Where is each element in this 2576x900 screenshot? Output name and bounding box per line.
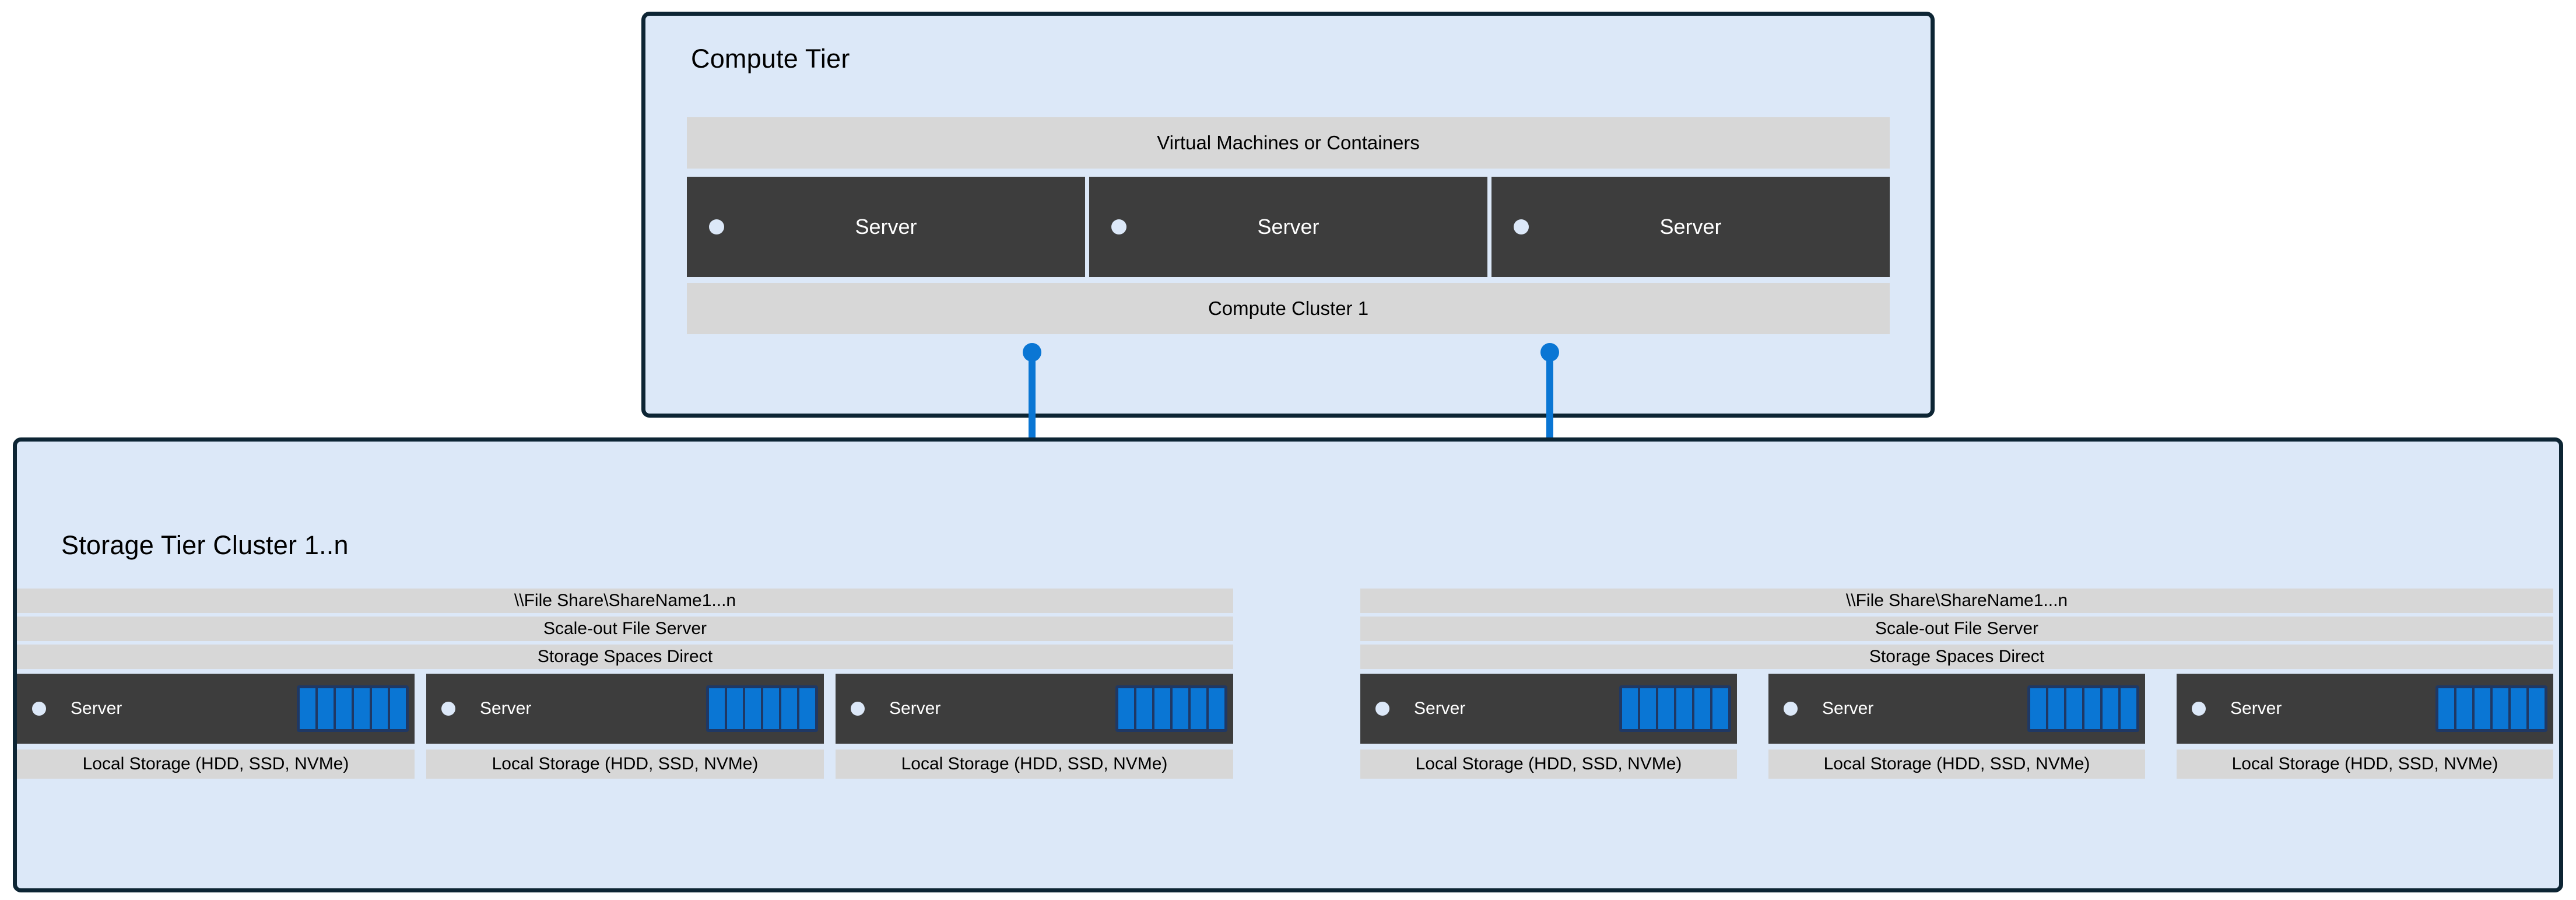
compute-server-2[interactable]: Server xyxy=(1089,177,1487,277)
compute-cluster-bar: Compute Cluster 1 xyxy=(687,283,1890,334)
compute-server-3-label: Server xyxy=(1659,215,1722,239)
storage-node-left-2-label: Server xyxy=(480,699,532,718)
disk-bays-icon xyxy=(2027,685,2139,732)
storage-node-left-3[interactable]: Server xyxy=(836,674,1233,744)
compute-tier-panel: Compute Tier Virtual Machines or Contain… xyxy=(641,12,1935,418)
storage-node-left-2[interactable]: Server xyxy=(426,674,824,744)
storage-node-right-3[interactable]: Server xyxy=(2177,674,2553,744)
storage-node-left-1-label: Server xyxy=(71,699,122,718)
storage-spaces-direct-bar-right: Storage Spaces Direct xyxy=(1360,645,2553,669)
compute-server-3[interactable]: Server xyxy=(1491,177,1890,277)
disk-bays-icon xyxy=(706,685,818,732)
compute-workload-bar: Virtual Machines or Containers xyxy=(687,117,1890,169)
disk-bays-icon xyxy=(1115,685,1227,732)
local-storage-bar-left-2: Local Storage (HDD, SSD, NVMe) xyxy=(426,750,824,779)
storage-spaces-direct-bar-left: Storage Spaces Direct xyxy=(17,645,1233,669)
storage-node-right-2[interactable]: Server xyxy=(1768,674,2145,744)
status-led-icon xyxy=(32,702,46,716)
storage-node-right-2-label: Server xyxy=(1822,699,1874,718)
compute-server-1[interactable]: Server xyxy=(687,177,1085,277)
status-led-icon xyxy=(709,219,724,234)
storage-cluster-right: \\File Share\ShareName1...n Scale-out Fi… xyxy=(1360,589,2559,869)
compute-server-2-label: Server xyxy=(1257,215,1319,239)
status-led-icon xyxy=(441,702,455,716)
scale-out-file-server-bar-right: Scale-out File Server xyxy=(1360,617,2553,641)
disk-bays-icon xyxy=(2435,685,2547,732)
local-storage-bar-right-1: Local Storage (HDD, SSD, NVMe) xyxy=(1360,750,1737,779)
status-led-icon xyxy=(851,702,865,716)
local-storage-bar-right-2: Local Storage (HDD, SSD, NVMe) xyxy=(1768,750,2145,779)
local-storage-bar-left-3: Local Storage (HDD, SSD, NVMe) xyxy=(836,750,1233,779)
status-led-icon xyxy=(1375,702,1389,716)
local-storage-bar-left-1: Local Storage (HDD, SSD, NVMe) xyxy=(17,750,415,779)
status-led-icon xyxy=(1514,219,1529,234)
storage-tier-title: Storage Tier Cluster 1..n xyxy=(61,530,349,560)
status-led-icon xyxy=(2192,702,2206,716)
status-led-icon xyxy=(1784,702,1798,716)
scale-out-file-server-bar-left: Scale-out File Server xyxy=(17,617,1233,641)
compute-server-1-label: Server xyxy=(855,215,917,239)
storage-cluster-left: \\File Share\ShareName1...n Scale-out Fi… xyxy=(17,589,1238,869)
storage-node-right-1-label: Server xyxy=(1414,699,1466,718)
file-share-bar-right: \\File Share\ShareName1...n xyxy=(1360,589,2553,613)
storage-node-right-1[interactable]: Server xyxy=(1360,674,1737,744)
local-storage-bar-right-3: Local Storage (HDD, SSD, NVMe) xyxy=(2177,750,2553,779)
status-led-icon xyxy=(1111,219,1126,234)
storage-node-left-1[interactable]: Server xyxy=(17,674,415,744)
file-share-bar-left: \\File Share\ShareName1...n xyxy=(17,589,1233,613)
compute-tier-title: Compute Tier xyxy=(691,44,850,73)
disk-bays-icon xyxy=(297,685,409,732)
disk-bays-icon xyxy=(1619,685,1731,732)
storage-tier-panel: Storage Tier Cluster 1..n \\File Share\S… xyxy=(13,437,2563,892)
storage-node-left-3-label: Server xyxy=(889,699,941,718)
storage-node-right-3-label: Server xyxy=(2230,699,2282,718)
